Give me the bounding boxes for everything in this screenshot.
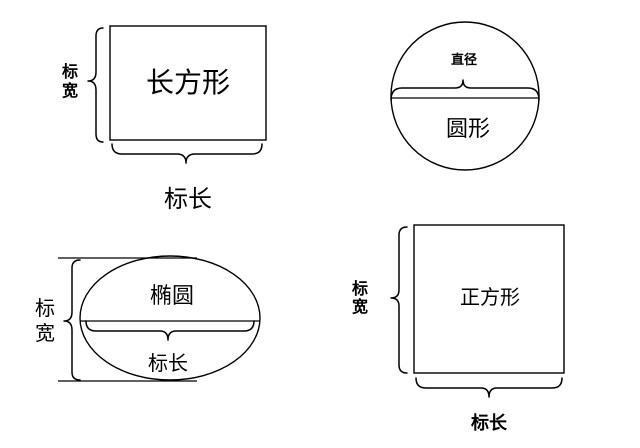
square-width-label-char2: 宽	[352, 297, 368, 316]
square-width-label-char1: 标	[351, 279, 368, 298]
square-width-brace	[390, 226, 408, 374]
circle-name: 圆形	[446, 117, 490, 142]
circle-diameter-brace	[390, 79, 540, 101]
square-name: 正方形	[460, 285, 520, 309]
ellipse-shape	[79, 255, 261, 381]
rectangle-name: 长方形	[146, 66, 230, 99]
ellipse-length-brace	[85, 320, 255, 341]
square-shape	[413, 224, 565, 374]
rectangle-length-brace	[111, 143, 263, 164]
ellipse-width-label-char1: 标	[35, 296, 55, 320]
ellipse-width-label-char2: 宽	[35, 321, 55, 345]
rectangle-figure: 长方形 标 宽 标长	[61, 25, 267, 213]
ellipse-width-brace	[63, 259, 81, 381]
rectangle-width-brace	[87, 27, 104, 143]
square-length-brace	[415, 377, 563, 398]
rectangle-shape	[109, 25, 267, 141]
circle-figure: 直径 圆形	[390, 21, 540, 171]
ellipse-figure: 椭圆 标长 标 宽	[35, 255, 261, 382]
rectangle-width-label-char1: 标	[61, 62, 78, 81]
rectangle-length-label: 标长	[164, 185, 212, 213]
square-figure: 正方形 标 宽 标长	[351, 224, 565, 434]
rectangle-width-label-char2: 宽	[62, 81, 78, 100]
circle-diameter-label: 直径	[451, 52, 477, 68]
ellipse-length-label: 标长	[148, 351, 188, 375]
square-length-label: 标长	[470, 412, 508, 434]
ellipse-name: 椭圆	[150, 284, 194, 309]
circle-shape	[390, 21, 540, 171]
